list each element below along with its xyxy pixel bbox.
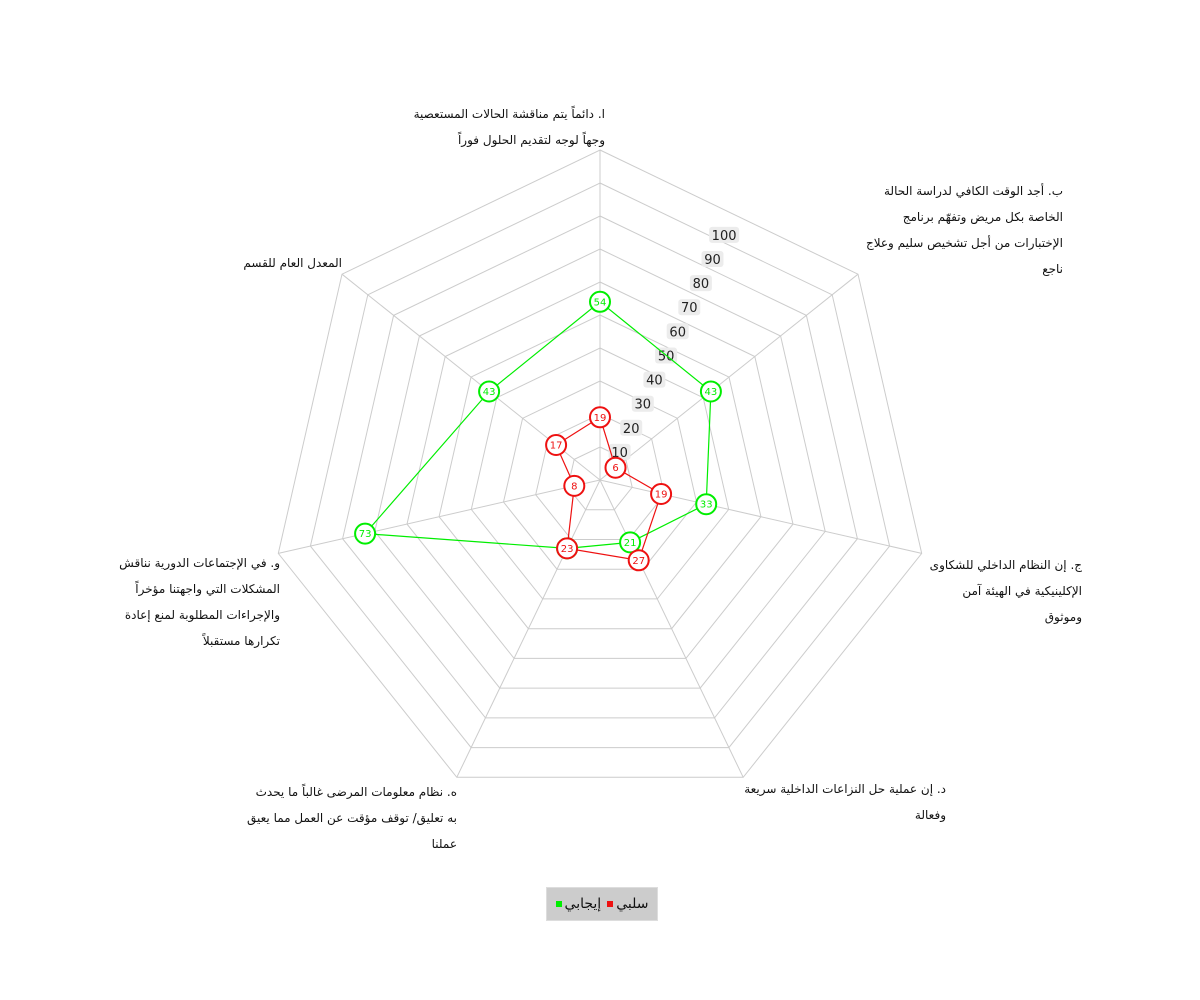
axis-label-e: ه. نظام معلومات المرضى غالباً ما يحدث به… bbox=[247, 785, 457, 851]
point-marker bbox=[354, 522, 377, 545]
point-marker bbox=[695, 493, 718, 516]
point-label: 19 bbox=[594, 413, 607, 424]
data-point-s0-1: 43 bbox=[699, 380, 722, 403]
point-label: 43 bbox=[705, 387, 718, 398]
tick-label-70: 70 bbox=[681, 301, 698, 316]
point-marker bbox=[604, 456, 627, 479]
grid-ring-50 bbox=[438, 314, 762, 630]
point-marker bbox=[699, 380, 722, 403]
point-label: 27 bbox=[632, 556, 645, 567]
tick-label-90: 90 bbox=[704, 253, 721, 268]
data-point-s1-6: 17 bbox=[545, 434, 568, 456]
tick-label-80: 80 bbox=[693, 277, 710, 292]
point-label: 8 bbox=[571, 481, 577, 492]
spoke-2 bbox=[599, 479, 922, 554]
series-line-0 bbox=[363, 301, 712, 550]
axis-label-overall: المعدل العام للقسم bbox=[243, 256, 342, 270]
legend-label-positive: إيجابي bbox=[564, 896, 602, 912]
data-point-s0-0: 54 bbox=[589, 290, 611, 313]
point-label: 73 bbox=[359, 529, 372, 540]
data-point-s1-0: 19 bbox=[589, 406, 611, 429]
point-marker bbox=[545, 434, 568, 456]
data-point-s0-3: 21 bbox=[619, 531, 642, 554]
spoke-3 bbox=[599, 479, 744, 778]
tick-bg-80 bbox=[689, 275, 712, 292]
point-marker bbox=[478, 380, 501, 403]
point-label: 17 bbox=[550, 441, 563, 452]
legend-label-negative: سلبي bbox=[616, 896, 649, 912]
point-label: 33 bbox=[700, 500, 713, 511]
point-label: 23 bbox=[561, 544, 574, 555]
axis-label-f: و. في الإجتماعات الدورية نناقش المشكلات … bbox=[119, 556, 280, 648]
tick-label-20: 20 bbox=[623, 422, 640, 437]
spoke-1 bbox=[599, 273, 859, 481]
axis-label-a: ا. دائماً يتم مناقشة الحالات المستعصية و… bbox=[413, 107, 605, 147]
data-point-s0-2: 33 bbox=[695, 493, 718, 516]
grid-ring-70 bbox=[374, 248, 826, 689]
grid-ring-80 bbox=[342, 215, 858, 719]
point-label: 19 bbox=[655, 490, 668, 501]
point-marker bbox=[563, 474, 586, 497]
point-label: 43 bbox=[483, 387, 496, 398]
spoke-5 bbox=[278, 479, 601, 554]
point-marker bbox=[627, 549, 650, 572]
tick-bg-70 bbox=[678, 299, 701, 316]
legend: سلبي إيجابي bbox=[546, 887, 658, 921]
radar-grid bbox=[277, 149, 923, 778]
legend-item-negative: سلبي bbox=[607, 896, 648, 912]
point-label: 54 bbox=[594, 297, 607, 308]
tick-label-30: 30 bbox=[635, 398, 652, 413]
tick-bg-10 bbox=[608, 443, 631, 460]
grid-ring-60 bbox=[406, 281, 794, 659]
tick-bg-30 bbox=[631, 395, 654, 412]
data-point-s0-5: 73 bbox=[354, 522, 377, 545]
grid-ring-40 bbox=[470, 347, 730, 600]
grid-ring-10 bbox=[567, 446, 633, 511]
tick-bg-60 bbox=[666, 323, 689, 340]
axis-label-d: د. إن عملية حل النزاعات الداخلية سريعة و… bbox=[744, 782, 946, 822]
data-point-s1-4: 23 bbox=[556, 537, 579, 560]
legend-swatch-negative bbox=[607, 901, 614, 907]
data-point-s1-2: 19 bbox=[650, 483, 673, 505]
point-label: 21 bbox=[624, 538, 637, 549]
tick-bg-100 bbox=[709, 226, 740, 243]
axis-label-b: ب. أجد الوقت الكافي لدراسة الحالة الخاصة… bbox=[865, 184, 1063, 276]
legend-item-positive: إيجابي bbox=[555, 896, 602, 912]
point-marker bbox=[589, 406, 611, 429]
radar-series: 54433321237343196192723817 bbox=[354, 290, 722, 572]
data-point-s1-5: 8 bbox=[563, 474, 586, 497]
point-label: 6 bbox=[612, 463, 618, 474]
tick-label-60: 60 bbox=[669, 325, 686, 340]
point-marker bbox=[650, 483, 673, 505]
point-marker bbox=[556, 537, 579, 560]
grid-ring-30 bbox=[502, 380, 698, 570]
data-point-s0-6: 43 bbox=[478, 380, 501, 403]
spoke-4 bbox=[456, 479, 601, 778]
point-marker bbox=[589, 290, 611, 313]
grid-ring-90 bbox=[309, 182, 891, 749]
tick-label-40: 40 bbox=[646, 374, 663, 389]
grid-ring-100 bbox=[277, 149, 923, 778]
data-point-s1-3: 27 bbox=[627, 549, 650, 572]
tick-bg-90 bbox=[701, 251, 724, 267]
data-point-s1-1: 6 bbox=[604, 456, 627, 479]
tick-bg-40 bbox=[643, 371, 666, 388]
tick-label-50: 50 bbox=[658, 350, 675, 365]
axis-label-c: ج. إن النظام الداخلي للشكاوى الإكلينيكية… bbox=[929, 558, 1082, 624]
tick-bg-20 bbox=[620, 419, 643, 436]
tick-label-100: 100 bbox=[712, 229, 737, 244]
legend-swatch-positive bbox=[555, 901, 562, 907]
point-marker bbox=[619, 531, 642, 554]
